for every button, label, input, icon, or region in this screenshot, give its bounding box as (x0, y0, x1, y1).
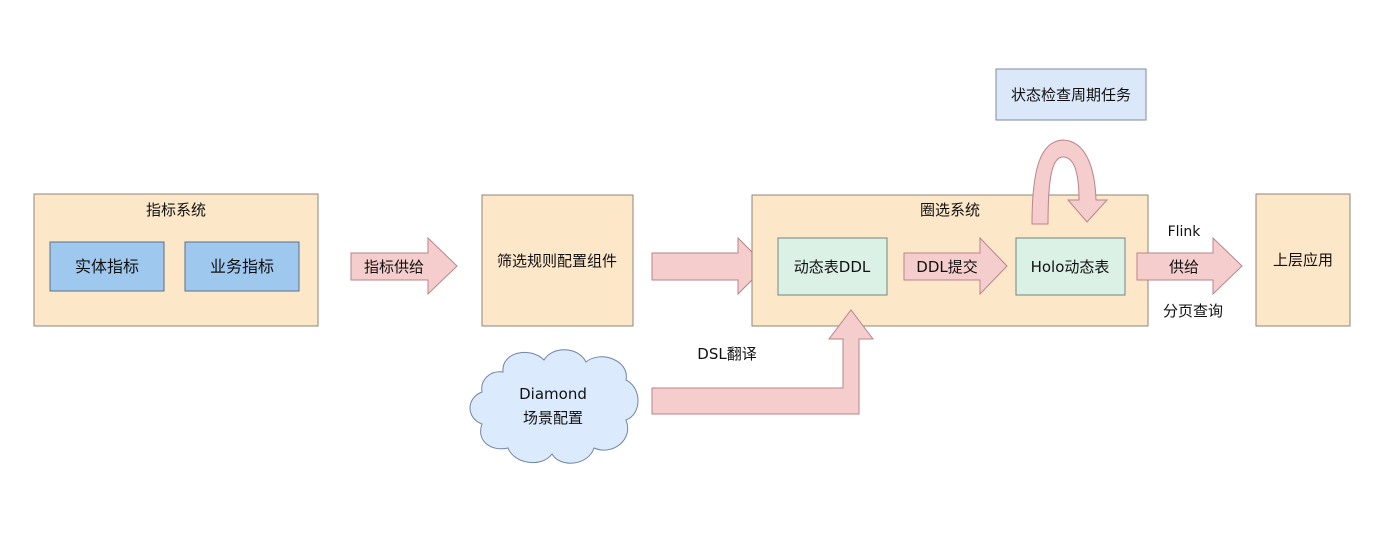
selection-system-title: 圈选系统 (920, 201, 980, 219)
diamond-scene-config-group: Diamond 场景配置 (469, 349, 639, 464)
ddl-submit-label: DDL提交 (916, 258, 977, 276)
status-check-group: 状态检查周期任务 (995, 68, 1147, 121)
status-check-task-label: 状态检查周期任务 (1011, 86, 1131, 104)
flink-label: Flink (1168, 224, 1202, 240)
scene-config-label: 场景配置 (523, 409, 583, 427)
diamond-cloud-shape (469, 349, 639, 464)
status-check-loop-arrow (1031, 139, 1109, 225)
entity-metric-label: 实体指标 (75, 257, 139, 276)
supply-label: 供给 (1169, 258, 1199, 276)
filter-rule-group: 筛选规则配置组件 (481, 194, 634, 327)
business-metric-label: 业务指标 (210, 257, 274, 276)
upper-application-label: 上层应用 (1273, 251, 1333, 269)
holo-dynamic-table-box (1015, 237, 1126, 296)
metric-system-title: 指标系统 (146, 201, 206, 219)
metric-supply-edge: 指标供给 (350, 236, 458, 296)
dsl-translate-edge: DSL翻译 (651, 309, 875, 415)
dsl-translate-arrow (651, 309, 875, 415)
metric-supply-arrow (350, 236, 458, 296)
dynamic-table-ddl-box (777, 237, 888, 296)
flink-supply-edge: Flink 供给 分页查询 (1136, 224, 1243, 320)
filter-rule-component-box (481, 194, 634, 327)
ddl-submit-arrow (903, 236, 1008, 296)
business-metric-box (184, 241, 300, 292)
holo-dynamic-table-label: Holo动态表 (1031, 258, 1110, 276)
upper-application-box (1255, 193, 1351, 327)
status-check-task-box (995, 68, 1147, 121)
paged-query-label: 分页查询 (1163, 302, 1223, 320)
diamond-label: Diamond (519, 385, 587, 403)
dsl-translate-label: DSL翻译 (697, 345, 756, 363)
metric-supply-label: 指标供给 (364, 258, 424, 276)
entity-metric-box (49, 241, 165, 292)
filter-to-selection-arrow (651, 236, 767, 296)
dynamic-table-ddl-label: 动态表DDL (794, 258, 871, 276)
metric-system-group: 指标系统 实体指标 业务指标 (33, 193, 319, 327)
flink-supply-arrow (1136, 236, 1243, 296)
filter-rule-component-label: 筛选规则配置组件 (497, 252, 617, 270)
upper-application-group: 上层应用 (1255, 193, 1351, 327)
